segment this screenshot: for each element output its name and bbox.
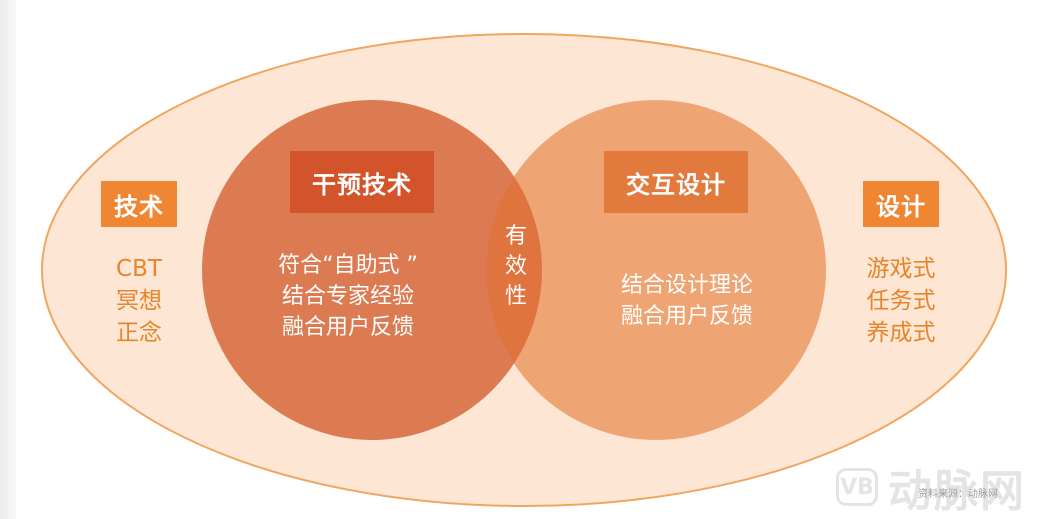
left-side-item: 冥想 [116,288,162,314]
right-side-title: 设计 [863,181,939,227]
left-side-item: CBT [116,256,162,282]
right-circle-title: 交互设计 [604,151,748,213]
left-side-item: 正念 [116,320,162,346]
overlap-char: 性 [504,284,527,309]
left-side-title: 技术 [101,181,177,227]
left-circle [202,100,542,440]
left-margin-strip [0,0,16,519]
left-circle-line: 融合用户反馈 [281,315,414,340]
right-circle-line: 融合用户反馈 [620,304,753,329]
source-note: 资料来源：动脉网 [918,489,998,500]
right-circle-lines: 结合设计理论 融合用户反馈 [602,270,772,332]
right-circle-line: 结合设计理论 [620,273,753,298]
left-circle-lines: 符合“自助式 ” 结合专家经验 融合用户反馈 [258,250,438,343]
watermark-logo-icon: VB [836,468,878,506]
overlap-label: 有 效 性 [501,222,531,312]
right-side-item: 任务式 [866,288,936,314]
left-side-items: CBT 冥想 正念 [99,253,179,349]
left-circle-line: 符合“自助式 ” [278,253,418,278]
right-side-item: 游戏式 [866,256,936,282]
left-circle-line: 结合专家经验 [281,284,414,309]
watermark: VB 动脉网 [836,455,1026,519]
overlap-char: 效 [504,254,527,279]
overlap-char: 有 [504,224,527,249]
right-side-item: 养成式 [866,320,936,346]
left-circle-title: 干预技术 [290,151,434,213]
watermark-text: 动脉网 [888,466,1026,517]
right-side-items: 游戏式 任务式 养成式 [851,253,951,349]
